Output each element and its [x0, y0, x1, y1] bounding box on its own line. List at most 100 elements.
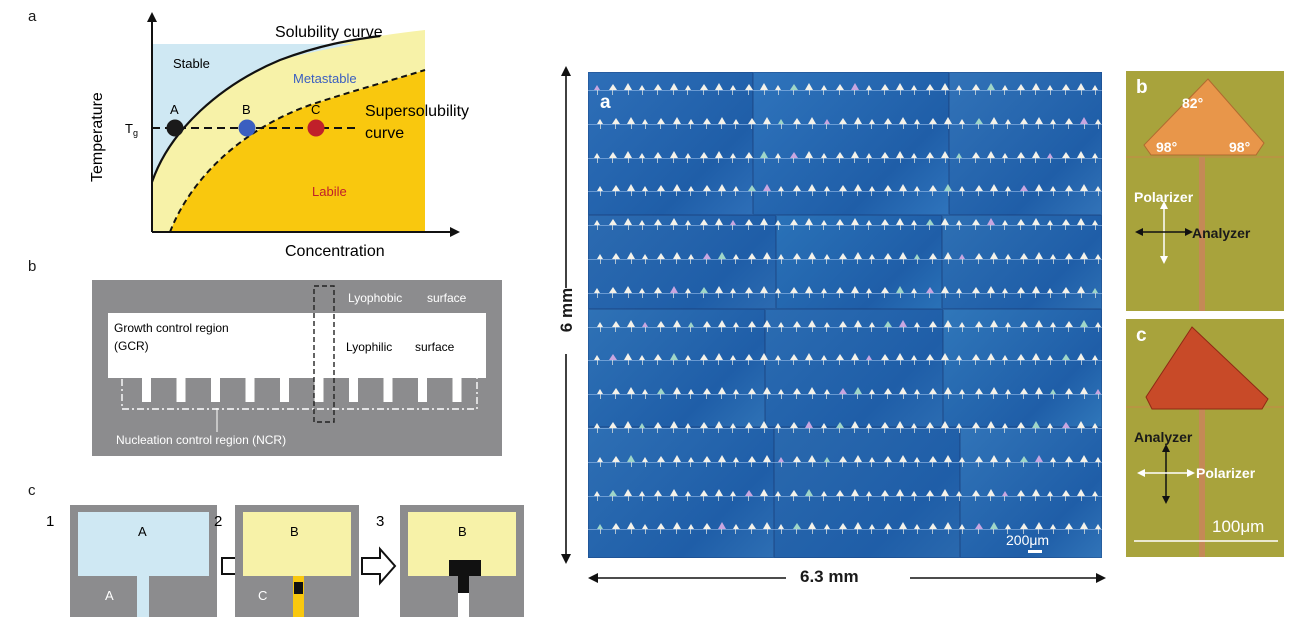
crystal-dot	[883, 185, 892, 192]
crystal-stem	[702, 292, 704, 298]
crystal-stem	[974, 292, 976, 298]
crystal-stem	[823, 495, 824, 501]
crystal-stem	[766, 394, 768, 400]
crystal-stem	[947, 191, 949, 197]
crystal-dot	[929, 523, 938, 530]
crystal-dot	[1004, 389, 1011, 395]
crystal-dot	[702, 320, 711, 327]
crystal-dot	[971, 422, 980, 428]
arrow-up-icon	[1162, 444, 1170, 452]
crystal-stem	[599, 326, 601, 332]
crystal-stem	[871, 326, 873, 332]
crystal-dot	[760, 83, 769, 90]
ncr-label: Nucleation control region (NCR)	[116, 433, 286, 447]
crystal-stem	[868, 292, 870, 298]
crystal-stem	[687, 292, 689, 298]
crystal-stem	[993, 394, 995, 400]
crystal-stem	[630, 394, 632, 400]
crystal-stem	[808, 360, 810, 366]
crystal-dot	[1016, 489, 1025, 496]
crystal-stem	[748, 157, 749, 163]
angle-left: 98°	[1156, 139, 1178, 155]
crystal-dot	[732, 524, 739, 530]
crystal-dot	[971, 84, 980, 90]
crystal-stem	[705, 394, 707, 400]
step-3-ncr	[458, 593, 469, 617]
crystal-stem	[702, 90, 704, 95]
crystal-stem	[977, 326, 979, 332]
crystal-stem	[721, 529, 723, 535]
crystal-dot	[717, 319, 726, 327]
crystal-dot	[609, 354, 618, 361]
crystal-stem	[838, 360, 840, 366]
crystal-dot	[714, 218, 723, 226]
crystal-dot	[808, 184, 817, 192]
polarized-panel-c: c Analyzer Polarizer 100μm	[1126, 319, 1284, 557]
crystal-stem	[883, 225, 885, 231]
crystal-dot	[745, 219, 753, 226]
crystal-dot	[1019, 253, 1028, 259]
crystal-dot	[702, 117, 711, 124]
crystal-stem	[687, 428, 689, 433]
crystal-stem	[644, 461, 646, 467]
crystal-dot	[639, 220, 646, 226]
angle-right: 98°	[1229, 139, 1251, 155]
crystal-stem	[1052, 394, 1054, 400]
crystal-stem	[1035, 292, 1037, 298]
crystal-dot	[778, 456, 785, 462]
crystal-dot	[1065, 185, 1074, 192]
crystal-dot	[865, 490, 872, 496]
micrograph-label: a	[600, 92, 611, 113]
crystal-stem	[766, 259, 768, 264]
supersolubility-curve	[169, 69, 426, 233]
crystal-dot	[835, 489, 844, 496]
crystal-stem	[1083, 259, 1085, 264]
micrograph-scale-bar	[1028, 550, 1042, 553]
crystal-stem	[886, 394, 888, 400]
crystal-stem	[732, 292, 734, 298]
crystal-stem	[612, 495, 614, 501]
crystal-dot	[732, 118, 739, 124]
crystal-stem	[1022, 326, 1024, 332]
step-1-top-label: A	[138, 524, 147, 539]
crystal-dot	[805, 285, 814, 293]
arrow-right-icon	[361, 546, 397, 586]
crystal-dot	[853, 116, 862, 124]
step-2-number: 2	[214, 513, 222, 530]
crystal-dot	[594, 85, 600, 90]
crystal-stem	[929, 225, 931, 231]
crystal-stem	[1022, 461, 1024, 467]
crystal-dot	[760, 488, 769, 496]
crystal-stem	[1052, 191, 1054, 197]
crystal-dot	[944, 184, 953, 192]
crystal-stem	[702, 495, 704, 501]
crystal-dot	[669, 285, 678, 293]
crystal-dot	[1092, 355, 1099, 361]
crystal-dot	[883, 523, 892, 530]
crystal-dot	[717, 252, 726, 259]
crystal-dot	[778, 186, 785, 192]
crystal-stem	[687, 495, 689, 501]
crystal-dot	[868, 254, 875, 259]
crystal-dot	[627, 319, 636, 327]
crystal-stem	[902, 461, 904, 467]
crystal-dot	[612, 253, 621, 259]
crystal-dot	[986, 218, 995, 226]
crystal-stem	[1094, 292, 1096, 298]
crystal-dot	[868, 186, 875, 192]
crystal-stem	[838, 90, 840, 95]
crystal-stem	[1038, 461, 1040, 467]
crystal-stem	[958, 90, 960, 95]
crystal-dot	[986, 488, 995, 496]
point-c-label: C	[311, 102, 320, 117]
crystal-dot	[702, 185, 711, 192]
crystal-dot	[1095, 456, 1102, 462]
crystal-dot	[971, 151, 980, 158]
crystal-stem	[990, 360, 992, 366]
crystal-stem	[673, 292, 674, 298]
crystal-dot	[838, 388, 847, 395]
crystal-dot	[1034, 454, 1043, 462]
crystal-stem	[947, 326, 949, 332]
crystal-dot	[793, 320, 802, 327]
crystal-dot	[684, 85, 691, 90]
